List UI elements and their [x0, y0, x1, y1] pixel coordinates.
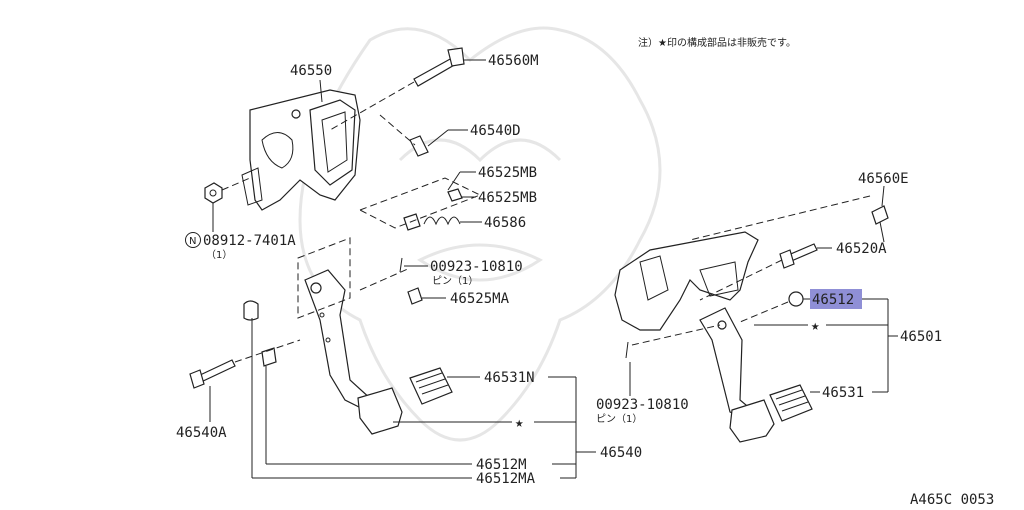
non-sale-note: 注）★印の構成部品は非販売です。: [638, 36, 796, 49]
pad-46531: [769, 384, 813, 422]
clip-46525ma: [407, 287, 423, 305]
bushing-46512: [739, 291, 804, 323]
bushing-46512ma: [243, 300, 259, 321]
figure-code: A465C 0053: [910, 492, 994, 508]
label-46525ma: 46525MA: [450, 291, 510, 307]
label-00923-left: 00923-10810: [430, 259, 523, 275]
label-46525mb-2: 46525MB: [478, 190, 537, 206]
highlight-46512: [810, 289, 862, 309]
label-46540d: 46540D: [470, 123, 521, 139]
circled-n-letter: N: [189, 236, 196, 247]
label-46525mb-1: 46525MB: [478, 165, 537, 181]
clip-46525mb-a: [447, 188, 463, 202]
label-00923-right: 00923-10810: [596, 397, 689, 413]
leader-lines: [209, 59, 898, 479]
label-46512m: 46512M: [476, 457, 527, 473]
label-46512ma: 46512MA: [476, 471, 536, 487]
pedal-dash-box: [297, 237, 351, 319]
star-right: ★: [811, 318, 820, 334]
bushing-46512m: [261, 347, 277, 367]
label-08912-qty: （1）: [206, 249, 232, 261]
label-46560m: 46560M: [488, 53, 539, 69]
circled-n-icon: [185, 232, 201, 248]
label-46586: 46586: [484, 215, 526, 231]
watermark-emblem: [298, 26, 662, 442]
pad-46531n: [409, 367, 453, 405]
spring-46586: [403, 213, 461, 231]
label-00923-left-sub: ピン（1）: [432, 275, 478, 287]
label-00923-right-sub: ピン（1）: [596, 413, 642, 425]
pedal-assembly-46501: [614, 231, 775, 443]
nut-46540d: [379, 114, 429, 157]
bolt-46520a: [699, 243, 818, 301]
bolt-46560m: [329, 47, 465, 131]
label-46540: 46540: [600, 445, 642, 461]
label-08912: 08912-7401A: [203, 233, 296, 249]
label-46540a: 46540A: [176, 425, 227, 441]
label-46531: 46531: [822, 385, 864, 401]
label-46520a: 46520A: [836, 241, 887, 257]
bolt-46560e: [689, 195, 889, 243]
pin-00923-left: [359, 257, 411, 291]
pedal-46540: [304, 269, 403, 435]
label-46512: 46512: [812, 292, 854, 308]
label-46501: 46501: [900, 329, 942, 345]
label-46550: 46550: [290, 63, 332, 79]
bolt-46540a: [189, 339, 301, 389]
pin-00923-right: [625, 324, 721, 359]
label-46531n: 46531N: [484, 370, 535, 386]
bracket-46550: [241, 89, 361, 211]
label-46560e: 46560E: [858, 171, 909, 187]
spring-group-box: [358, 177, 482, 229]
star-left: ★: [515, 415, 524, 431]
nut-08912: [204, 177, 251, 204]
